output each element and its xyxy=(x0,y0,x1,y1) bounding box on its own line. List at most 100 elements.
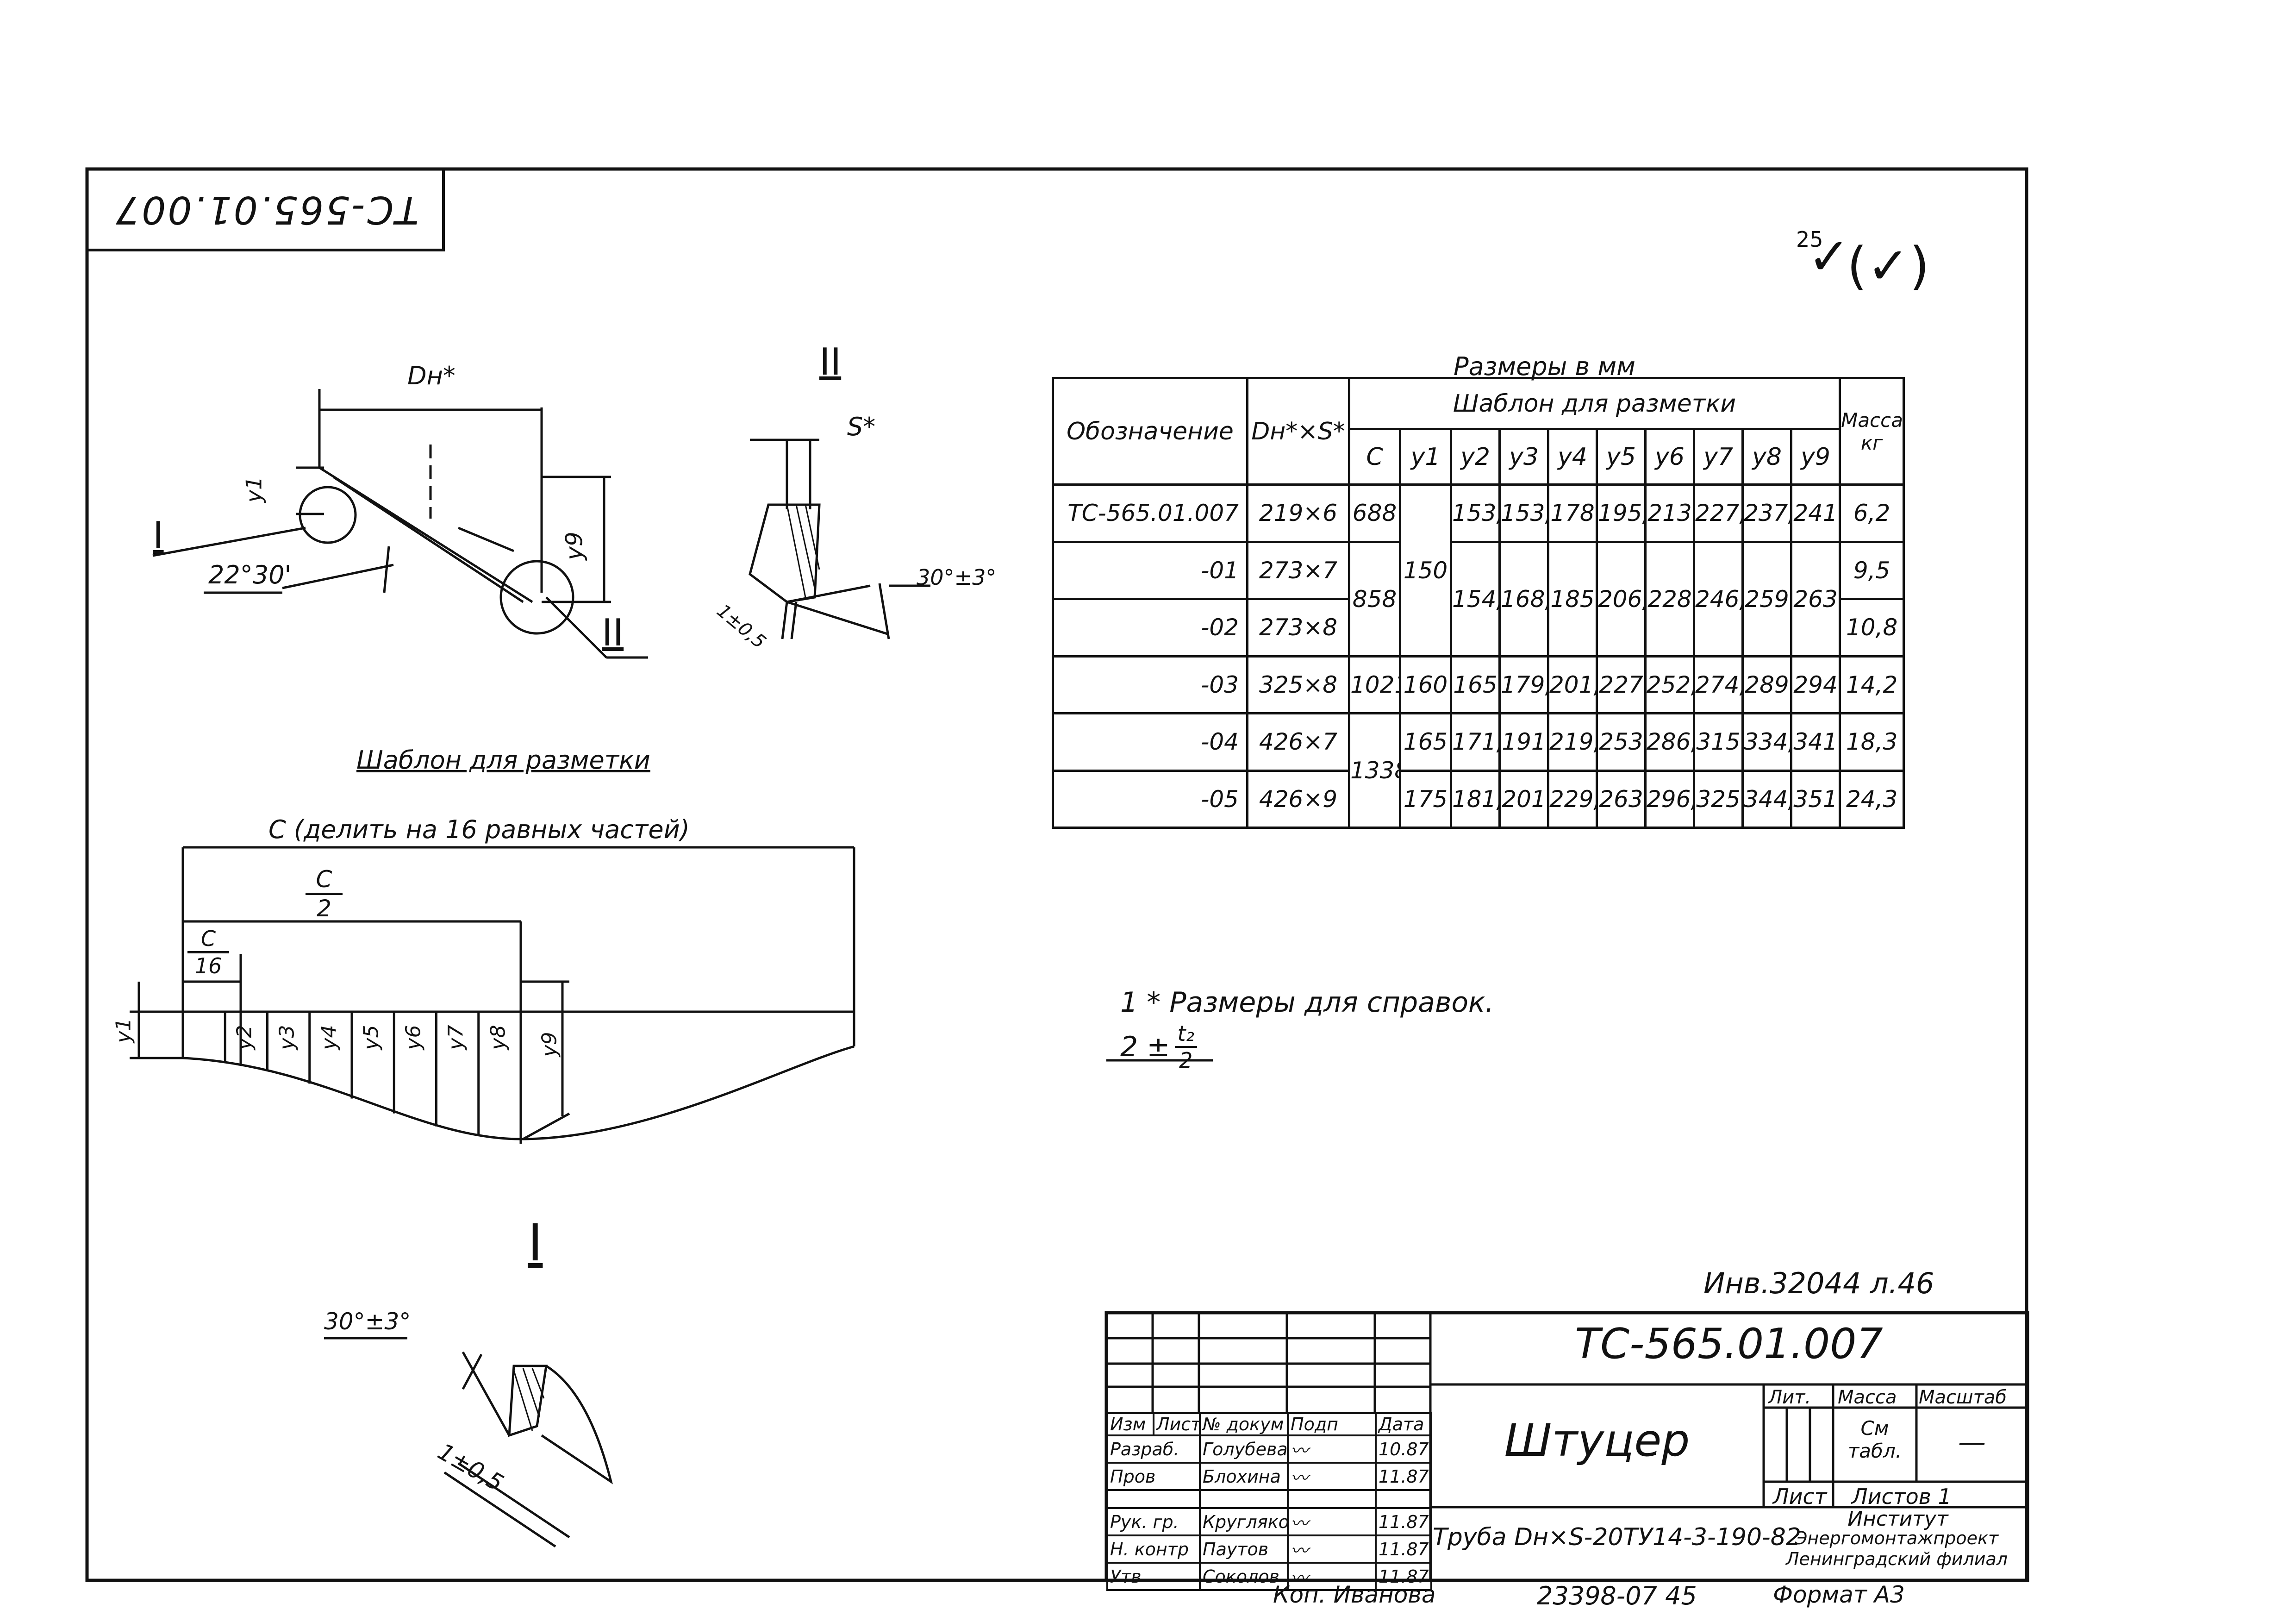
col-group: Шаблон для разметки xyxy=(1348,377,1841,430)
cell-mass: 24,3 xyxy=(1839,769,1905,829)
cell-id: -03 xyxy=(1052,655,1248,714)
scale-label: Масштаб xyxy=(1919,1387,2007,1408)
col-mass: Масса, кг xyxy=(1839,377,1905,486)
head-change: Изм xyxy=(1106,1412,1154,1436)
cell-y1: 175 xyxy=(1399,769,1452,829)
cell-y: 334,5 xyxy=(1741,712,1792,772)
part-name: Штуцер xyxy=(1504,1415,1690,1466)
cell-y: 325 xyxy=(1693,769,1744,829)
cell-y: 263 xyxy=(1596,769,1647,829)
signature-row: Утв Соколов 〰 11.87 xyxy=(1106,1562,1432,1591)
cell-y: 219,5 xyxy=(1547,712,1598,772)
role: Пров xyxy=(1106,1462,1201,1491)
note-one: 1 * Размеры для справок. xyxy=(1120,986,1494,1019)
cell-y: 228 xyxy=(1644,540,1695,658)
corner-code: ТС-565.01.007 xyxy=(113,188,419,232)
cell-y: 201,5 xyxy=(1547,655,1598,714)
cell-mass: 10,8 xyxy=(1839,598,1905,658)
cell-y: 227 xyxy=(1596,655,1647,714)
sign-date: 11.87 xyxy=(1375,1507,1432,1536)
cell-y1: 165 xyxy=(1399,712,1452,772)
org-line-1: Институт xyxy=(1847,1507,1948,1531)
view-one-label: I xyxy=(528,1213,543,1272)
signature-row: Рук. гр. Кругляков 〰 11.87 xyxy=(1106,1507,1432,1536)
cell-y: 181,5 xyxy=(1450,769,1501,829)
template-ordinate-label: y7 xyxy=(444,1025,468,1050)
template-ordinate-label: y9 xyxy=(537,1032,562,1057)
cell-y: 171,5 xyxy=(1450,712,1501,772)
signature-row: Разраб. Голубева 〰 10.87 xyxy=(1106,1434,1432,1464)
cell-id: -05 xyxy=(1052,769,1248,829)
cell-y: 351 xyxy=(1790,769,1841,829)
col-y4: y4 xyxy=(1547,428,1598,486)
material: Труба Dн×S-20ТУ14-3-190-82 xyxy=(1433,1523,1801,1551)
cell-y: 206,5 xyxy=(1596,540,1647,658)
table-row: -04 426×7 1338 165 171,5 191 219,5 253 2… xyxy=(1052,712,1905,829)
cell-dn-s: 426×9 xyxy=(1246,769,1350,829)
archive-note: Инв.32044 л.46 xyxy=(1703,1266,1934,1300)
role: Разраб. xyxy=(1106,1434,1201,1464)
dim-dn: Dн* xyxy=(407,361,455,390)
cell-y: 195,5 xyxy=(1596,483,1647,543)
template-ordinate-label: y2 xyxy=(232,1025,256,1050)
template-geometry xyxy=(130,846,855,1144)
signature-row: Пров Блохина 〰 11.87 xyxy=(1106,1462,1432,1491)
head-doc: № докум xyxy=(1199,1412,1289,1436)
cell-dn-s: 219×6 xyxy=(1246,483,1350,543)
cell-y: 296,5 xyxy=(1644,769,1695,829)
col-designation: Обозначение xyxy=(1052,377,1248,486)
person-name: Паутов xyxy=(1199,1534,1289,1564)
cell-y: 274,5 xyxy=(1693,655,1744,714)
drawing-frame xyxy=(85,167,2028,1582)
cell-y: 286,5 xyxy=(1644,712,1695,772)
section-one xyxy=(324,1337,613,1548)
col-y3: y3 xyxy=(1498,428,1549,486)
lit-label: Лит. xyxy=(1768,1387,1811,1408)
section-two xyxy=(749,438,930,639)
signature-row: Н. контр Паутов 〰 11.87 xyxy=(1106,1534,1432,1564)
cell-mass: 9,5 xyxy=(1839,540,1905,600)
dim-y1: y1 xyxy=(241,476,267,503)
sign-date: 11.87 xyxy=(1375,1562,1432,1591)
signature-icon: 〰 xyxy=(1287,1534,1377,1564)
col-y5: y5 xyxy=(1596,428,1647,486)
template-ordinate-label: y1 xyxy=(112,1018,136,1043)
cell-y: 246,5 xyxy=(1693,540,1744,658)
check-mark-icon: ✓ xyxy=(1808,227,1851,286)
head-sign: Подп xyxy=(1287,1412,1377,1436)
sheets-label: Листов 1 xyxy=(1852,1484,1952,1509)
col-y2: y2 xyxy=(1450,428,1501,486)
cell-dn-s: 426×7 xyxy=(1246,712,1350,772)
table-row: -01 273×7 858 154,5 168,5 185 206,5 228 … xyxy=(1052,540,1905,658)
col-y1: y1 xyxy=(1399,428,1452,486)
cell-y: 213 xyxy=(1644,483,1695,543)
scale-value: — xyxy=(1958,1426,1986,1459)
dim-s: S* xyxy=(847,412,876,441)
doc-code: ТС-565.01.007 xyxy=(1575,1320,1883,1368)
cell-y: 341 xyxy=(1790,712,1841,772)
table-row: ТС-565.01.007 219×6 688 150 153,5 153,5 … xyxy=(1052,483,1905,658)
sign-date: 11.87 xyxy=(1375,1534,1432,1564)
cell-c: 1338 xyxy=(1348,712,1401,829)
signature-icon: 〰 xyxy=(1287,1462,1377,1491)
cell-y: 294 xyxy=(1790,655,1841,714)
overview-detail xyxy=(152,389,648,659)
cell-y1: 160 xyxy=(1399,655,1452,714)
cell-y: 185 xyxy=(1547,540,1598,658)
cell-id: ТС-565.01.007 xyxy=(1052,483,1248,543)
table-row: -02 273×8 10,8 xyxy=(1052,598,1905,658)
sheet-label: Лист xyxy=(1773,1484,1827,1509)
note-two: 2 ± t₂ 2 xyxy=(1120,1021,1198,1073)
cell-y: 241 xyxy=(1790,483,1841,543)
cell-id: -02 xyxy=(1052,598,1248,658)
cell-y: 259 xyxy=(1741,540,1792,658)
signature-icon: 〰 xyxy=(1287,1562,1377,1591)
person-name: Соколов xyxy=(1199,1562,1289,1591)
signature-icon: 〰 xyxy=(1287,1507,1377,1536)
cell-y: 263 xyxy=(1790,540,1841,658)
template-ordinate-label: y4 xyxy=(317,1025,341,1050)
cell-y: 154,5 xyxy=(1450,540,1501,658)
role: Утв xyxy=(1106,1562,1201,1591)
cell-y: 191 xyxy=(1498,712,1549,772)
